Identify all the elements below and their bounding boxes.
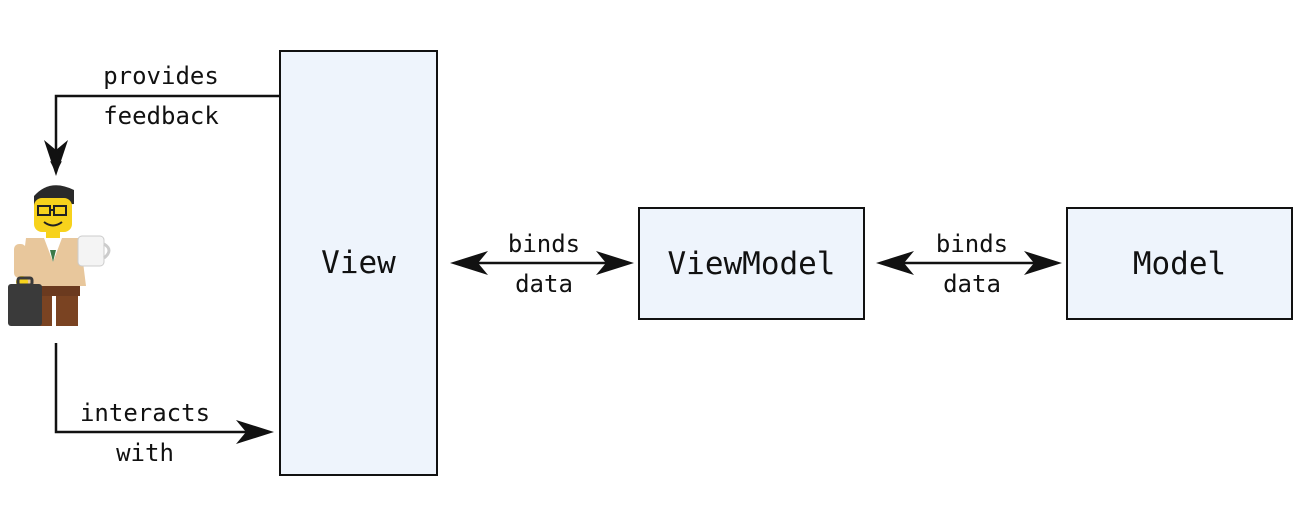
- viewmodel-box: ViewModel: [638, 207, 865, 320]
- interacts-label-line2: with: [116, 439, 174, 467]
- viewmodel-model-label-line2: data: [943, 270, 1001, 298]
- viewmodel-model-arrowhead-left: [876, 251, 914, 275]
- feedback-label-line1: provides: [103, 62, 219, 90]
- viewmodel-model-label-line1: binds: [935, 230, 1009, 258]
- view-label: View: [321, 245, 396, 281]
- model-box: Model: [1066, 207, 1293, 320]
- interacts-label-line1: interacts: [79, 399, 211, 427]
- viewmodel-label: ViewModel: [667, 245, 836, 282]
- lego-developer-figure-icon: [8, 185, 111, 326]
- view-viewmodel-label-line2: data: [515, 270, 573, 298]
- model-label: Model: [1132, 245, 1227, 282]
- view-viewmodel-arrowhead-left: [450, 251, 488, 275]
- feedback-arrow: [50, 94, 281, 173]
- view-viewmodel-arrowhead-right: [596, 251, 634, 275]
- view-viewmodel-label-line1: binds: [507, 230, 581, 258]
- view-box: View: [279, 50, 438, 476]
- interacts-arrow: [54, 343, 262, 434]
- viewmodel-model-arrowhead-right: [1024, 251, 1062, 275]
- feedback-label-line2: feedback: [103, 102, 219, 130]
- feedback-arrowhead: [44, 140, 68, 176]
- interacts-arrowhead: [236, 420, 274, 444]
